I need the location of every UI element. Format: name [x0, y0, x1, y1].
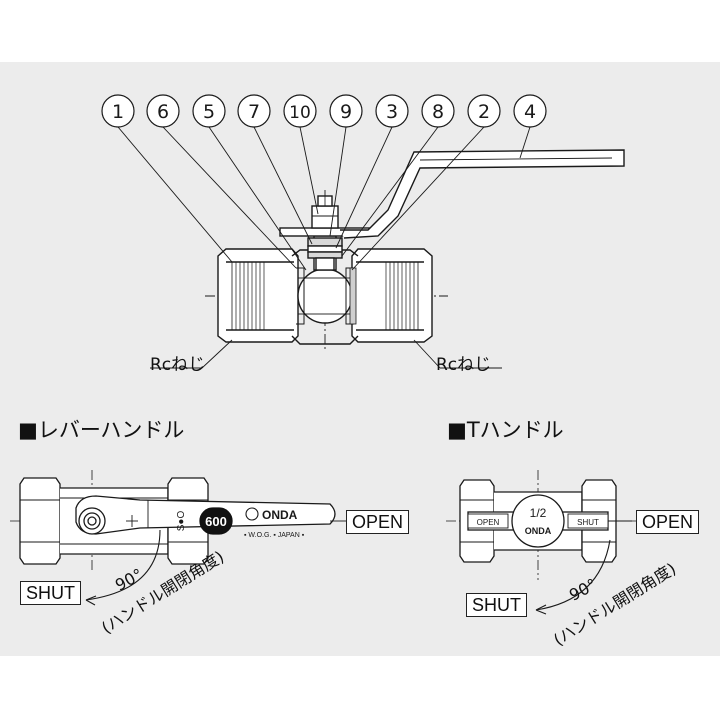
callout-number-7: 7 [248, 101, 260, 123]
valve-assembly [205, 149, 625, 350]
callout-number-10: 10 [289, 103, 311, 123]
t-section-title: ■Tハンドル [447, 418, 564, 442]
lever-brand-text: ONDA [262, 508, 298, 522]
callout-number-5: 5 [203, 101, 215, 123]
callout-number-8: 8 [432, 101, 444, 123]
t-handle-view [446, 470, 636, 615]
lever-shut-label: SHUT [20, 581, 81, 605]
t-open-label: OPEN [636, 510, 700, 534]
t-shut-label: SHUT [466, 593, 527, 617]
t-brand-text: ONDA [525, 526, 552, 536]
callout-group: 1 6 5 7 10 9 3 8 2 4 [101, 94, 547, 128]
t-tag-open: OPEN [477, 518, 500, 527]
callout-number-9: 9 [340, 101, 352, 123]
lever-badge-text: 600 [205, 514, 227, 529]
rc-thread-label-left: Rcねじ [150, 355, 206, 375]
lever-section-title: ■レバーハンドル [18, 418, 185, 442]
callout-number-2: 2 [478, 101, 490, 123]
rc-thread-label-right: Rcねじ [436, 355, 492, 375]
t-tag-shut: SHUT [577, 518, 599, 527]
lever-view [10, 470, 346, 606]
lever-side-mark: S●O [176, 511, 187, 532]
t-size-mark: 1/2 [530, 506, 547, 520]
lever-marking-text: ▪ W.O.G. ▪ JAPAN ▪ [244, 532, 305, 539]
leader-lines [117, 126, 531, 369]
callout-number-1: 1 [112, 101, 124, 123]
callout-number-4: 4 [524, 101, 536, 123]
callout-number-6: 6 [157, 101, 169, 123]
lever-open-label: OPEN [346, 510, 410, 534]
callout-number-3: 3 [386, 101, 398, 123]
